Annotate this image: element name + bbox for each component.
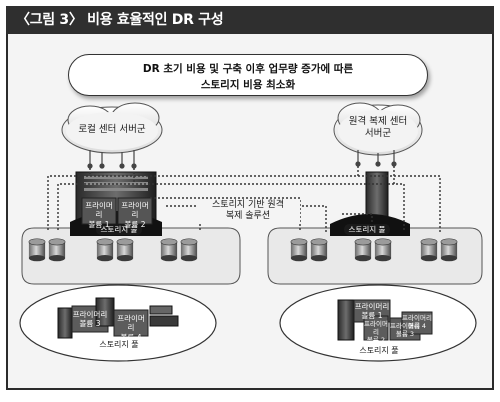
left-volume-2-box: [117, 197, 153, 225]
left-volume-4-label: 프라이머리 볼륨 4: [117, 314, 145, 342]
cloud-connector-pins: [87, 150, 397, 169]
remote-cloud-label: 원격 복제 센터 서버군: [348, 116, 408, 139]
left-volume-2-label: 프라이머리 볼륨 2: [121, 201, 149, 229]
left-disk-group: [28, 238, 198, 262]
left-volume-3-label: 프라이머리 볼륨 3: [72, 310, 108, 329]
left-pool-chip: [96, 224, 142, 235]
right-pool-chip: [344, 224, 390, 235]
right-volume-3-label: 프라이머리 볼륨 3: [390, 322, 420, 339]
right-volume-4-label: 프라이머리 볼륨 4: [402, 314, 432, 331]
replication-solution-label: 스토리지 기반 원격 복제 솔루션: [196, 200, 300, 223]
figure-title: 〈그림 3〉 비용 효율적인 DR 구성: [6, 6, 494, 34]
left-bottom-hardware: [57, 297, 179, 339]
local-server-cloud: [61, 102, 163, 154]
right-volume-2-label: 프라이머리 볼륨 2: [364, 320, 388, 345]
left-volume-1-label: 프라이머리 볼륨 1: [85, 201, 113, 229]
left-bottom-pool-label: 스토리지 풀: [99, 340, 139, 349]
local-cloud-label: 로컬 센터 서버군: [78, 124, 146, 135]
remote-server-cloud: [333, 102, 423, 156]
right-bottom-hardware: [337, 299, 433, 341]
left-pool-chip-label: 스토리지 풀: [100, 225, 138, 234]
right-pool-chip-label: 스토리지 풀: [348, 225, 386, 234]
right-volume-1-label: 프라이머리 볼륨 1: [354, 302, 390, 321]
banner-line-2: 스토리지 비용 최소화: [200, 79, 296, 91]
banner-line-1: DR 초기 비용 및 구축 이후 업무량 증가에 따른: [142, 63, 354, 75]
right-bottom-pool-label: 스토리지 풀: [359, 346, 399, 355]
banner: DR 초기 비용 및 구축 이후 업무량 증가에 따른 스토리지 비용 최소화: [68, 54, 428, 96]
left-volume-1-box: [81, 197, 117, 225]
